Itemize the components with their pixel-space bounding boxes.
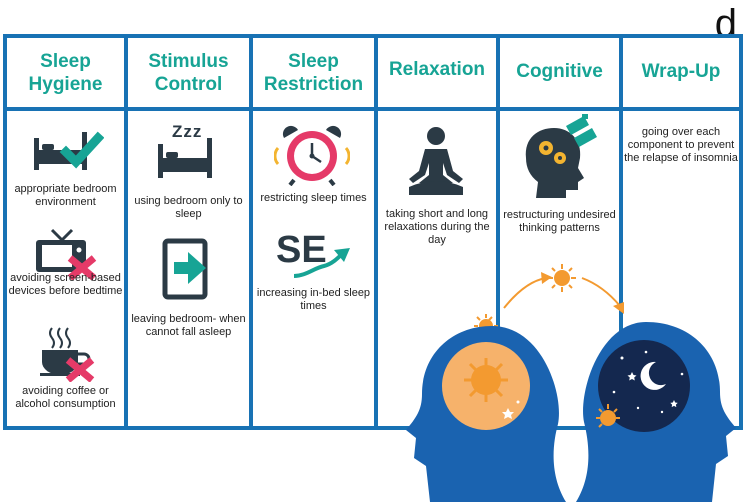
setting-sun-icon <box>596 404 620 428</box>
alarm-clock-icon <box>274 125 350 186</box>
bed-icon <box>158 138 212 178</box>
column-divider <box>496 34 500 430</box>
header-relaxation: Relaxation <box>388 59 486 80</box>
caption-wrap-up: going over each component to prevent the… <box>624 126 738 164</box>
caption-relaxations: taking short and long relaxations during… <box>384 208 490 246</box>
header-sleep-hygiene: Sleep Hygiene <box>28 50 103 95</box>
caption-bedroom-environment: appropriate bedroom environment <box>14 183 117 208</box>
header-stimulus-control: Stimulus Control <box>148 50 229 95</box>
zzz-text: Zzz <box>172 122 203 141</box>
moon-icon <box>640 361 666 390</box>
coffee-cross-icon <box>40 327 95 382</box>
header-divider <box>3 107 743 111</box>
column-divider <box>374 34 378 430</box>
header-cognitive: Cognitive <box>516 61 603 82</box>
caption-avoiding-screens: avoiding screen-based devices before bed… <box>8 272 123 297</box>
top-sun-icon <box>548 264 576 292</box>
caption-restricting-sleep: restricting sleep times <box>260 192 367 204</box>
stars-icon <box>612 350 684 414</box>
header-sleep-restriction: Sleep Restriction <box>263 50 364 95</box>
caption-avoiding-coffee: avoiding coffee or alcohol consumption <box>15 385 116 410</box>
trend-arrow-icon <box>293 248 350 278</box>
column-divider <box>619 34 623 430</box>
bed-check-icon <box>34 131 104 170</box>
day-night-heads-illustration <box>406 264 736 502</box>
column-divider <box>124 34 128 430</box>
tv-cross-icon <box>36 228 97 280</box>
sun-in-head-icon <box>464 358 508 402</box>
caption-increasing-sleep: increasing in-bed sleep times <box>256 287 371 312</box>
column-divider <box>249 34 253 430</box>
header-wrap-up: Wrap-Up <box>641 61 721 82</box>
meditation-icon <box>409 127 463 195</box>
exit-door-icon <box>162 238 208 300</box>
caption-bedroom-only-sleep: using bedroom only to sleep <box>134 195 243 220</box>
caption-restructuring: restructuring undesired thinking pattern… <box>503 209 616 234</box>
se-text: SE <box>276 229 327 271</box>
head-gears-icon <box>525 114 597 198</box>
caption-leaving-bedroom: leaving bedroom- when cannot fall asleep <box>131 313 246 338</box>
table-frame <box>3 34 743 430</box>
